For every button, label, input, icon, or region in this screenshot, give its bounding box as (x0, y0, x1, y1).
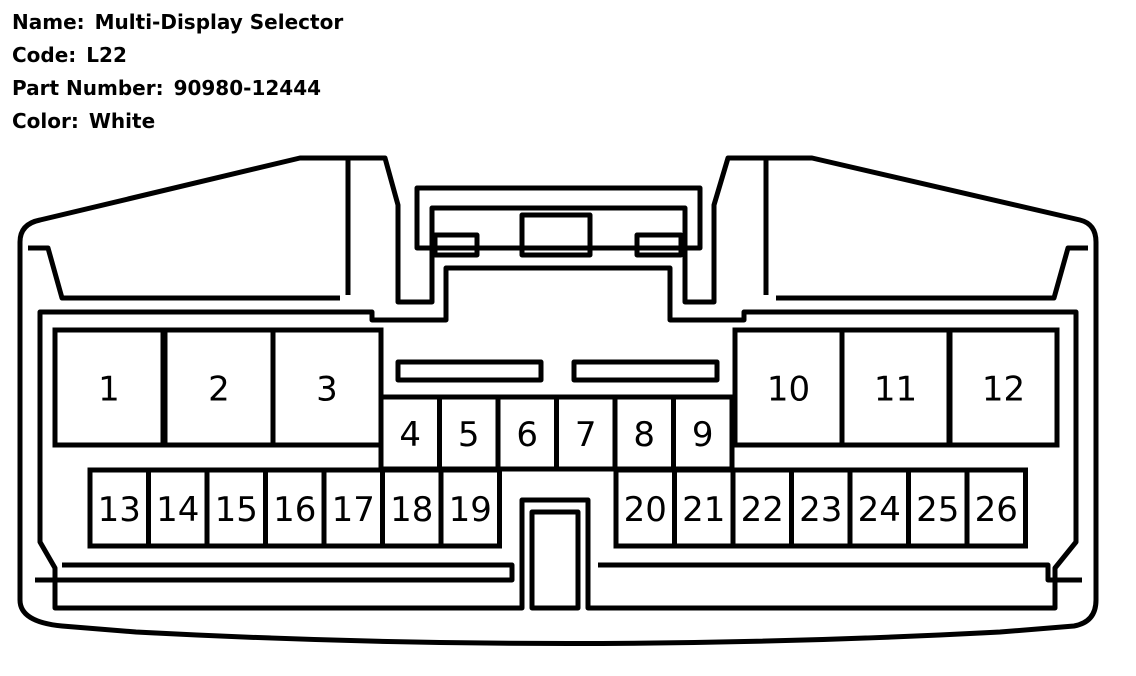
pin-label-26: 26 (975, 490, 1018, 530)
pin-15: 15 (204, 467, 268, 549)
pin-26: 26 (964, 467, 1028, 549)
pin-12: 12 (947, 327, 1060, 448)
pin-22: 22 (730, 467, 794, 549)
color-row: Color: White (12, 105, 343, 138)
pin-1: 1 (52, 327, 166, 448)
pin-23: 23 (789, 467, 853, 549)
pin-label-9: 9 (692, 415, 714, 455)
pin-label-4: 4 (399, 415, 421, 455)
pin-13: 13 (87, 467, 151, 549)
connector-housing-outline (17, 155, 1099, 646)
color-label: Color: (12, 109, 79, 133)
pin-cavity-22 (730, 467, 794, 549)
name-value: Multi-Display Selector (94, 10, 344, 34)
pin-cavity-13 (87, 467, 151, 549)
pin-label-1: 1 (98, 370, 120, 410)
pin-7: 7 (554, 394, 618, 472)
key-slot-left (395, 359, 544, 383)
pin-cavity-11 (839, 327, 952, 448)
pin-cavity-18 (380, 467, 444, 549)
pin-11: 11 (839, 327, 952, 448)
code-label: Code: (12, 43, 77, 67)
pin-label-2: 2 (208, 370, 230, 410)
pin-label-13: 13 (98, 490, 141, 530)
pin-21: 21 (672, 467, 736, 549)
pin-10: 10 (732, 327, 845, 448)
pin-label-19: 19 (449, 490, 492, 530)
latch-center-tab (519, 212, 593, 258)
pin-cavity-12 (947, 327, 1060, 448)
pin-label-5: 5 (458, 415, 480, 455)
pin-cavity-6 (495, 394, 559, 472)
latch-right-tab (634, 232, 684, 258)
bottom-rail-left (35, 562, 515, 583)
pin-4: 4 (378, 394, 442, 472)
pin-label-10: 10 (767, 370, 810, 410)
pin-label-3: 3 (316, 370, 338, 410)
pin-9: 9 (671, 394, 735, 472)
pin-cavity-2 (162, 327, 276, 448)
left-shoulder-line (28, 245, 340, 301)
pin-cavity-26 (964, 467, 1028, 549)
pin-20: 20 (613, 467, 677, 549)
latch-left-tab (432, 232, 480, 258)
part-number-row: Part Number: 90980-12444 (12, 72, 343, 105)
latch-top-recess (429, 205, 688, 251)
pin-cavity-1 (52, 327, 166, 448)
pin-14: 14 (146, 467, 210, 549)
pin-17: 17 (321, 467, 385, 549)
pin-label-20: 20 (624, 490, 667, 530)
pin-label-22: 22 (741, 490, 784, 530)
bottom-rail-right (598, 562, 1082, 583)
pin-label-7: 7 (575, 415, 597, 455)
pin-6: 6 (495, 394, 559, 472)
key-slot (529, 509, 581, 611)
pin-label-15: 15 (215, 490, 258, 530)
right-shoulder-line (776, 245, 1088, 301)
pin-cavity-3 (270, 327, 384, 448)
pin-cavity-16 (263, 467, 327, 549)
pin-cavity-20 (613, 467, 677, 549)
pin-label-23: 23 (799, 490, 842, 530)
name-label: Name: (12, 10, 85, 34)
pin-label-21: 21 (682, 490, 725, 530)
pin-cavity-25 (906, 467, 970, 549)
pin-label-12: 12 (982, 370, 1025, 410)
connector-cavity-outline (37, 265, 1079, 611)
color-value: White (88, 109, 156, 133)
pin-8: 8 (612, 394, 676, 472)
connector-info: Name: Multi-Display Selector Code: L22 Par… (12, 6, 343, 138)
code-row: Code: L22 (12, 39, 343, 72)
pin-25: 25 (906, 467, 970, 549)
pin-label-16: 16 (273, 490, 316, 530)
pin-5: 5 (437, 394, 501, 472)
pin-2: 2 (162, 327, 276, 448)
name-row: Name: Multi-Display Selector (12, 6, 343, 39)
pin-label-6: 6 (516, 415, 538, 455)
pin-label-24: 24 (858, 490, 901, 530)
pin-16: 16 (263, 467, 327, 549)
pin-label-25: 25 (916, 490, 959, 530)
pin-cavity-15 (204, 467, 268, 549)
pin-18: 18 (380, 467, 444, 549)
pin-3: 3 (270, 327, 384, 448)
part-number-value: 90980-12444 (173, 76, 322, 100)
pin-label-17: 17 (332, 490, 375, 530)
code-value: L22 (86, 43, 127, 67)
pin-label-18: 18 (390, 490, 433, 530)
pin-19: 19 (438, 467, 502, 549)
pin-label-11: 11 (874, 370, 917, 410)
part-number-label: Part Number: (12, 76, 164, 100)
pin-24: 24 (847, 467, 911, 549)
pin-cavity-10 (732, 327, 845, 448)
key-slot-right (571, 359, 720, 383)
pin-label-8: 8 (633, 415, 655, 455)
pin-cavity-19 (438, 467, 502, 549)
pin-label-14: 14 (156, 490, 199, 530)
